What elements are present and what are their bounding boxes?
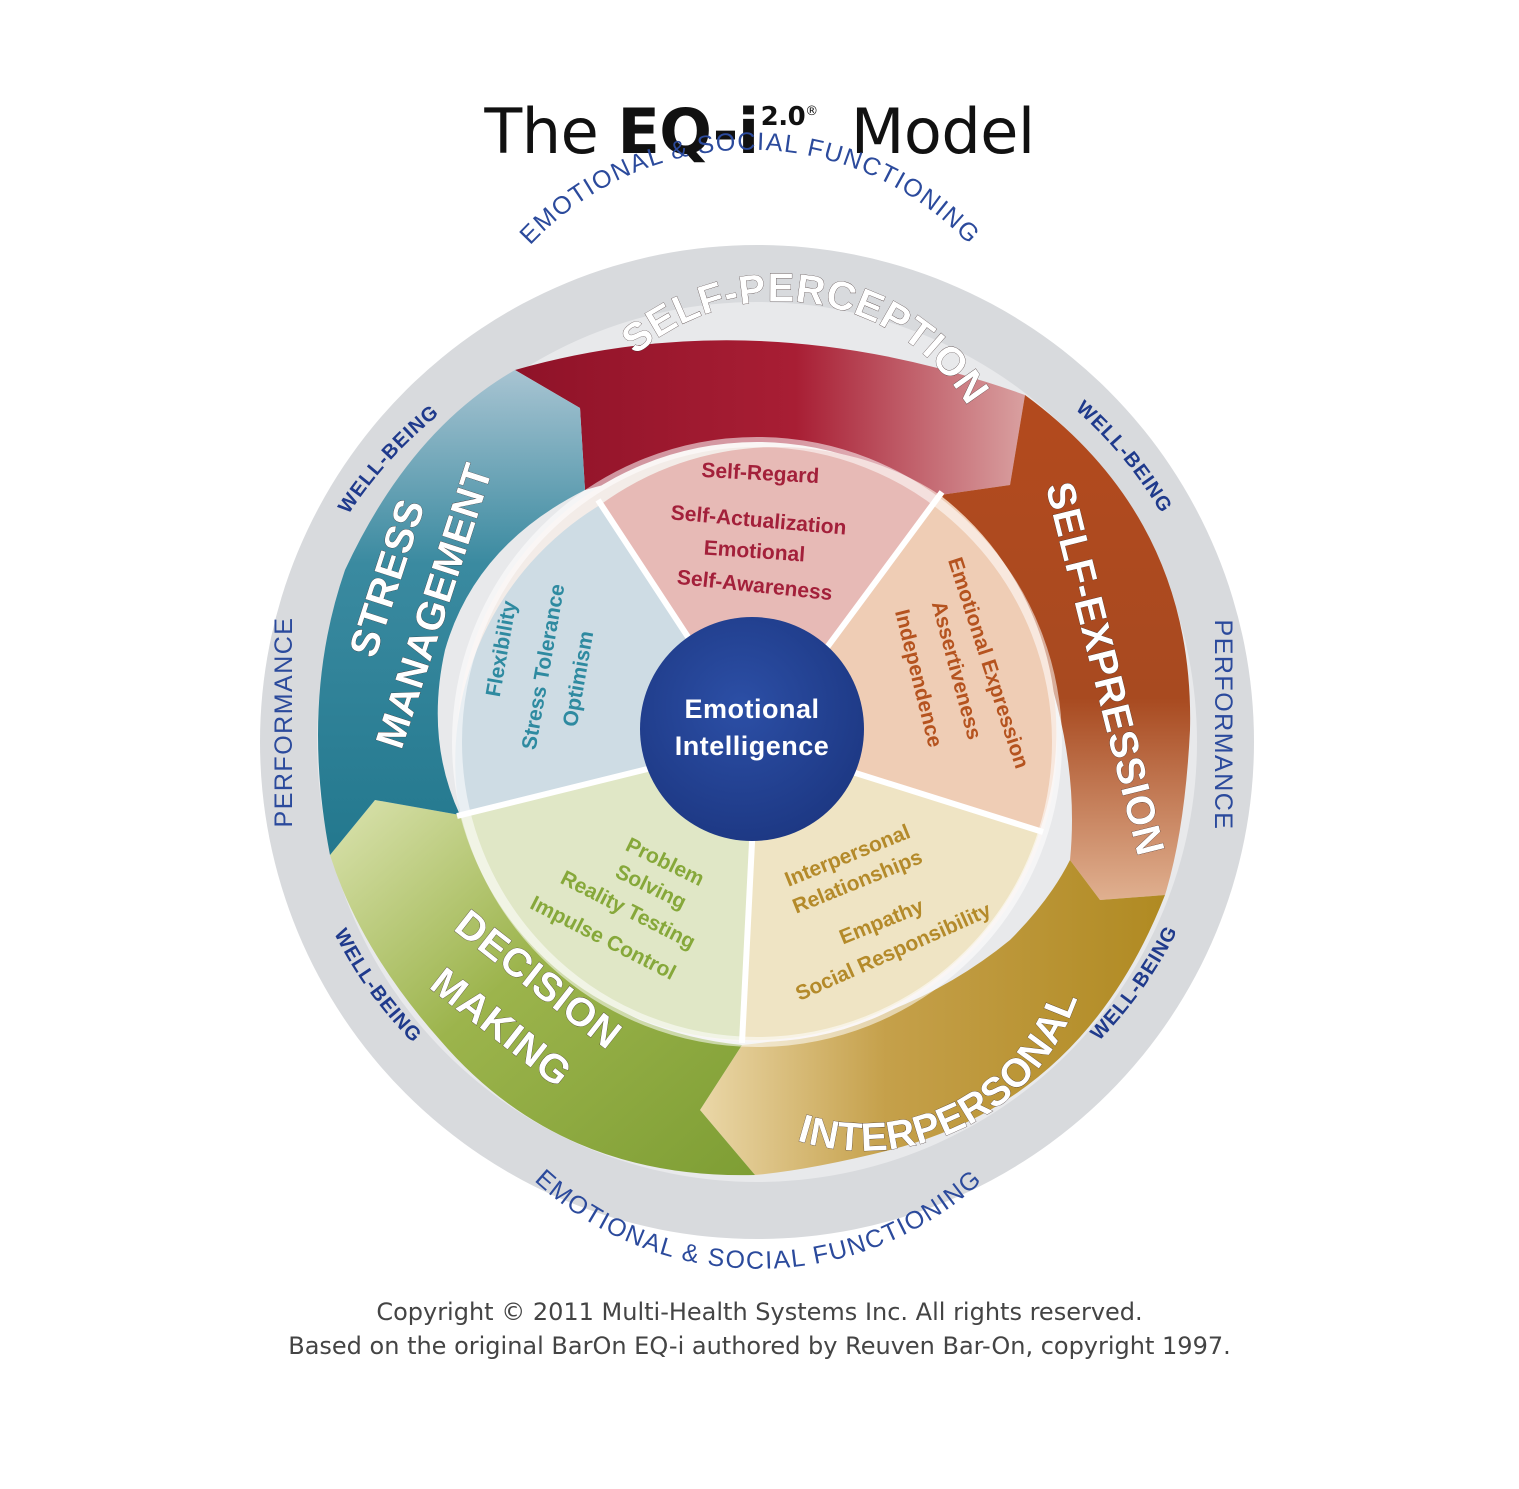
center-circle [640,617,864,841]
ring-label-left: PERFORMANCE [270,617,298,828]
inner-ring-band [452,437,1062,1047]
segment-self-perception [515,340,1025,495]
wedge-self-perception [600,447,940,742]
center-line1: Emotional [684,694,819,724]
segment-self-expression [940,395,1191,900]
copyright-line2: Based on the original BarOn EQ-i authore… [288,1332,1231,1360]
title-prefix: The [484,95,599,168]
registered-mark: ® [805,104,818,119]
segment-stress-management [318,370,585,855]
ring-label-top: EMOTIONAL & SOCIAL FUNCTIONING [514,128,985,250]
title-version: 2.0 [760,102,806,132]
page-title: The EQ-i2.0® Model [0,95,1519,168]
title-suffix: Model [850,95,1035,168]
title-brand: EQ-i [617,95,759,168]
ring-label-right: PERFORMANCE [1209,620,1237,831]
segment-decision-making [330,800,755,1176]
segment-interpersonal [700,860,1165,1175]
copyright-line1: Copyright © 2011 Multi-Health Systems In… [376,1298,1143,1326]
ring-label-top-path: EMOTIONAL & SOCIAL FUNCTIONING [514,128,984,250]
center-line2: Intelligence [675,731,830,761]
